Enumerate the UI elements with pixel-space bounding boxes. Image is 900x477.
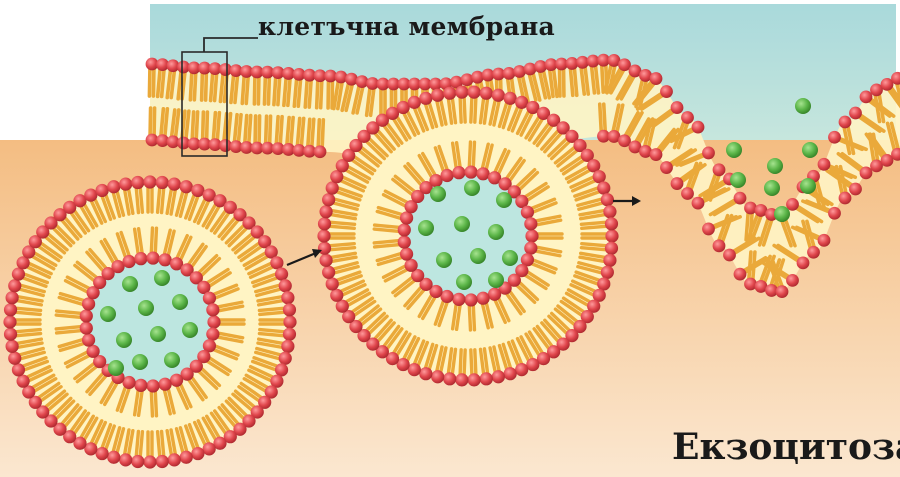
vesicle-in-cytoplasm (3, 175, 296, 468)
membrane-label: клетъчна мембрана (258, 12, 555, 41)
vesicle-docking (317, 86, 618, 387)
process-title: Екзоцитоза (672, 426, 900, 468)
